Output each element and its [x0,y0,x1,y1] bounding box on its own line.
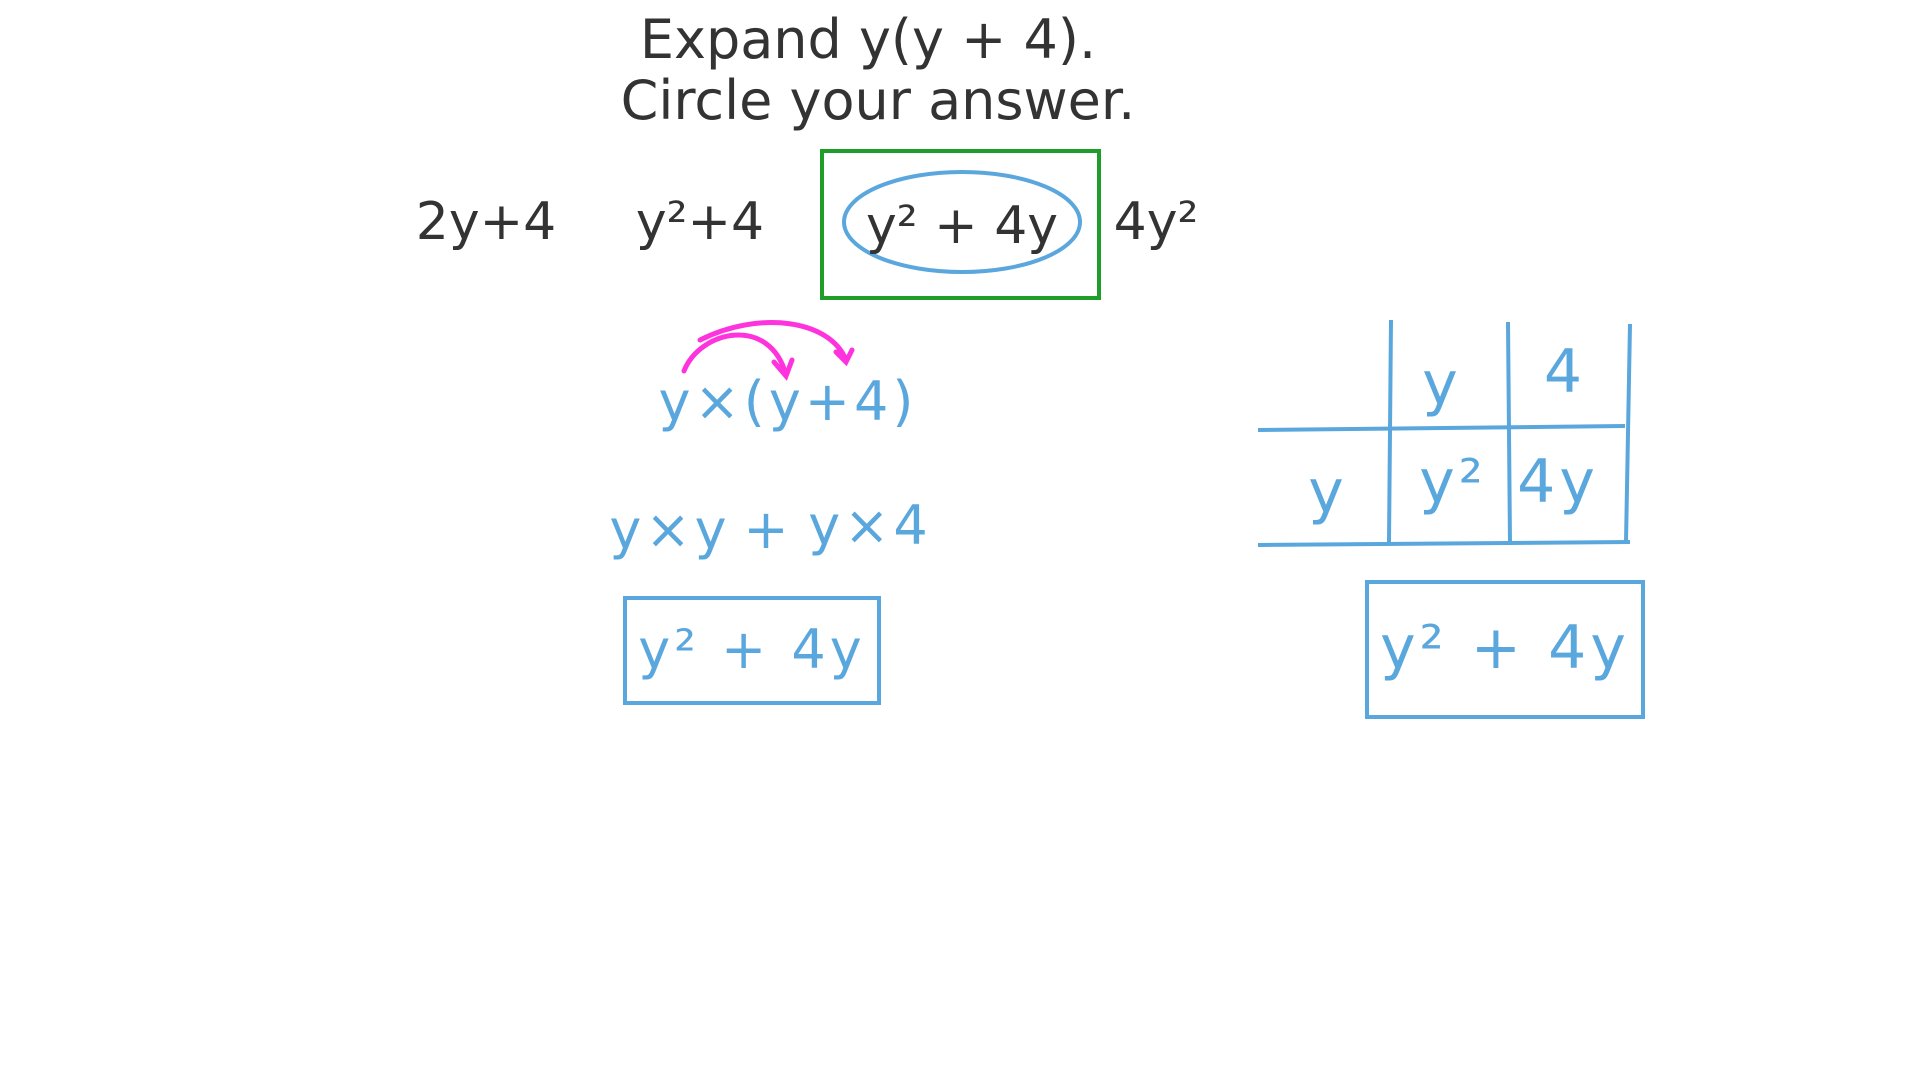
expansion-arrow-icon [681,320,855,381]
method-2-answer: y² + 4y [1380,613,1630,683]
grid-cell-4y: 4y [1517,447,1599,517]
method-1-answer: y² + 4y [638,618,866,681]
option-1[interactable]: 2y+4 [415,192,557,252]
step-2-plus: + [743,498,793,561]
method2-answer-box [1365,580,1645,719]
grid-row-label-y: y [1308,457,1348,527]
method1-answer-box [623,596,881,705]
answer-circle [842,170,1082,274]
option-3-correct[interactable]: y² + 4y [865,196,1059,256]
grid-header-y: y [1422,349,1462,419]
option-2[interactable]: y²+4 [635,192,765,252]
correct-answer-box [820,149,1101,300]
step-2-right: y×4 [808,494,932,557]
grid-header-4: 4 [1543,337,1587,407]
grid-cell-y-squared: y² [1419,447,1487,517]
option-4[interactable]: 4y² [1113,192,1199,252]
step-1: y×(y+4) [658,370,918,433]
grid-lines [1257,319,1632,547]
question-line-2: Circle your answer. [620,69,1136,132]
step-2-left: y×y [609,498,731,561]
question-line-1: Expand y(y + 4). [639,8,1097,71]
